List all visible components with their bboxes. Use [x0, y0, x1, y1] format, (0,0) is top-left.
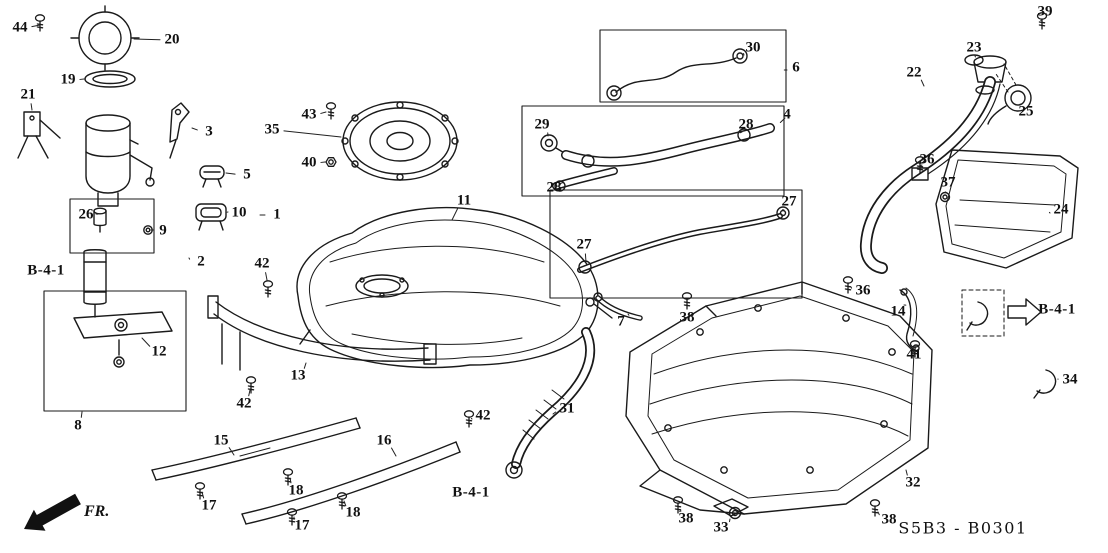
- hose-clamp-5: [199, 165, 225, 188]
- b41-arrow-right-icon: [1007, 298, 1042, 326]
- pipe-7: [593, 292, 643, 321]
- fr-direction-label: FR.: [84, 503, 110, 520]
- pump-gasket: [84, 70, 136, 88]
- filler-cap-25: [964, 54, 1032, 125]
- pump-lock-ring: [70, 5, 140, 71]
- leader-lines: [30, 19, 1059, 523]
- filler-hose-box-4: [521, 105, 785, 197]
- filler-pipe-22: [859, 55, 1007, 274]
- tank-strap-15: [151, 417, 361, 481]
- pump-bracket: [17, 111, 61, 159]
- nut-icons: [325, 156, 337, 168]
- filter-26: [93, 207, 107, 233]
- tank-mounting-plate: [341, 101, 459, 181]
- tank-bracket-13: [207, 295, 437, 371]
- bolt-icons: [34, 12, 1048, 526]
- group-box-8: [43, 290, 187, 412]
- filler-pipe-cover-24: [935, 149, 1079, 269]
- filler-hose-31: [505, 327, 596, 479]
- tank-strap-16: [241, 441, 461, 525]
- diagram-code: S5B3 - B0301: [898, 518, 1028, 538]
- hose-clamp-10: [195, 203, 227, 231]
- fuel-filter-and-plate: [73, 249, 173, 368]
- under-cover-32: [625, 281, 933, 515]
- group-box-small: [69, 198, 155, 254]
- harness-box-6: [599, 29, 787, 103]
- fr-arrow-icon: [24, 493, 81, 531]
- vent-pipe-box-27: [549, 189, 803, 299]
- harness-bracket: [169, 102, 190, 159]
- front-lip-33: [713, 498, 749, 520]
- clip-34: [1033, 369, 1057, 399]
- fuel-tank: [296, 206, 613, 369]
- clip-b41-ref: [961, 289, 1005, 337]
- fuel-pump-module: [85, 114, 155, 207]
